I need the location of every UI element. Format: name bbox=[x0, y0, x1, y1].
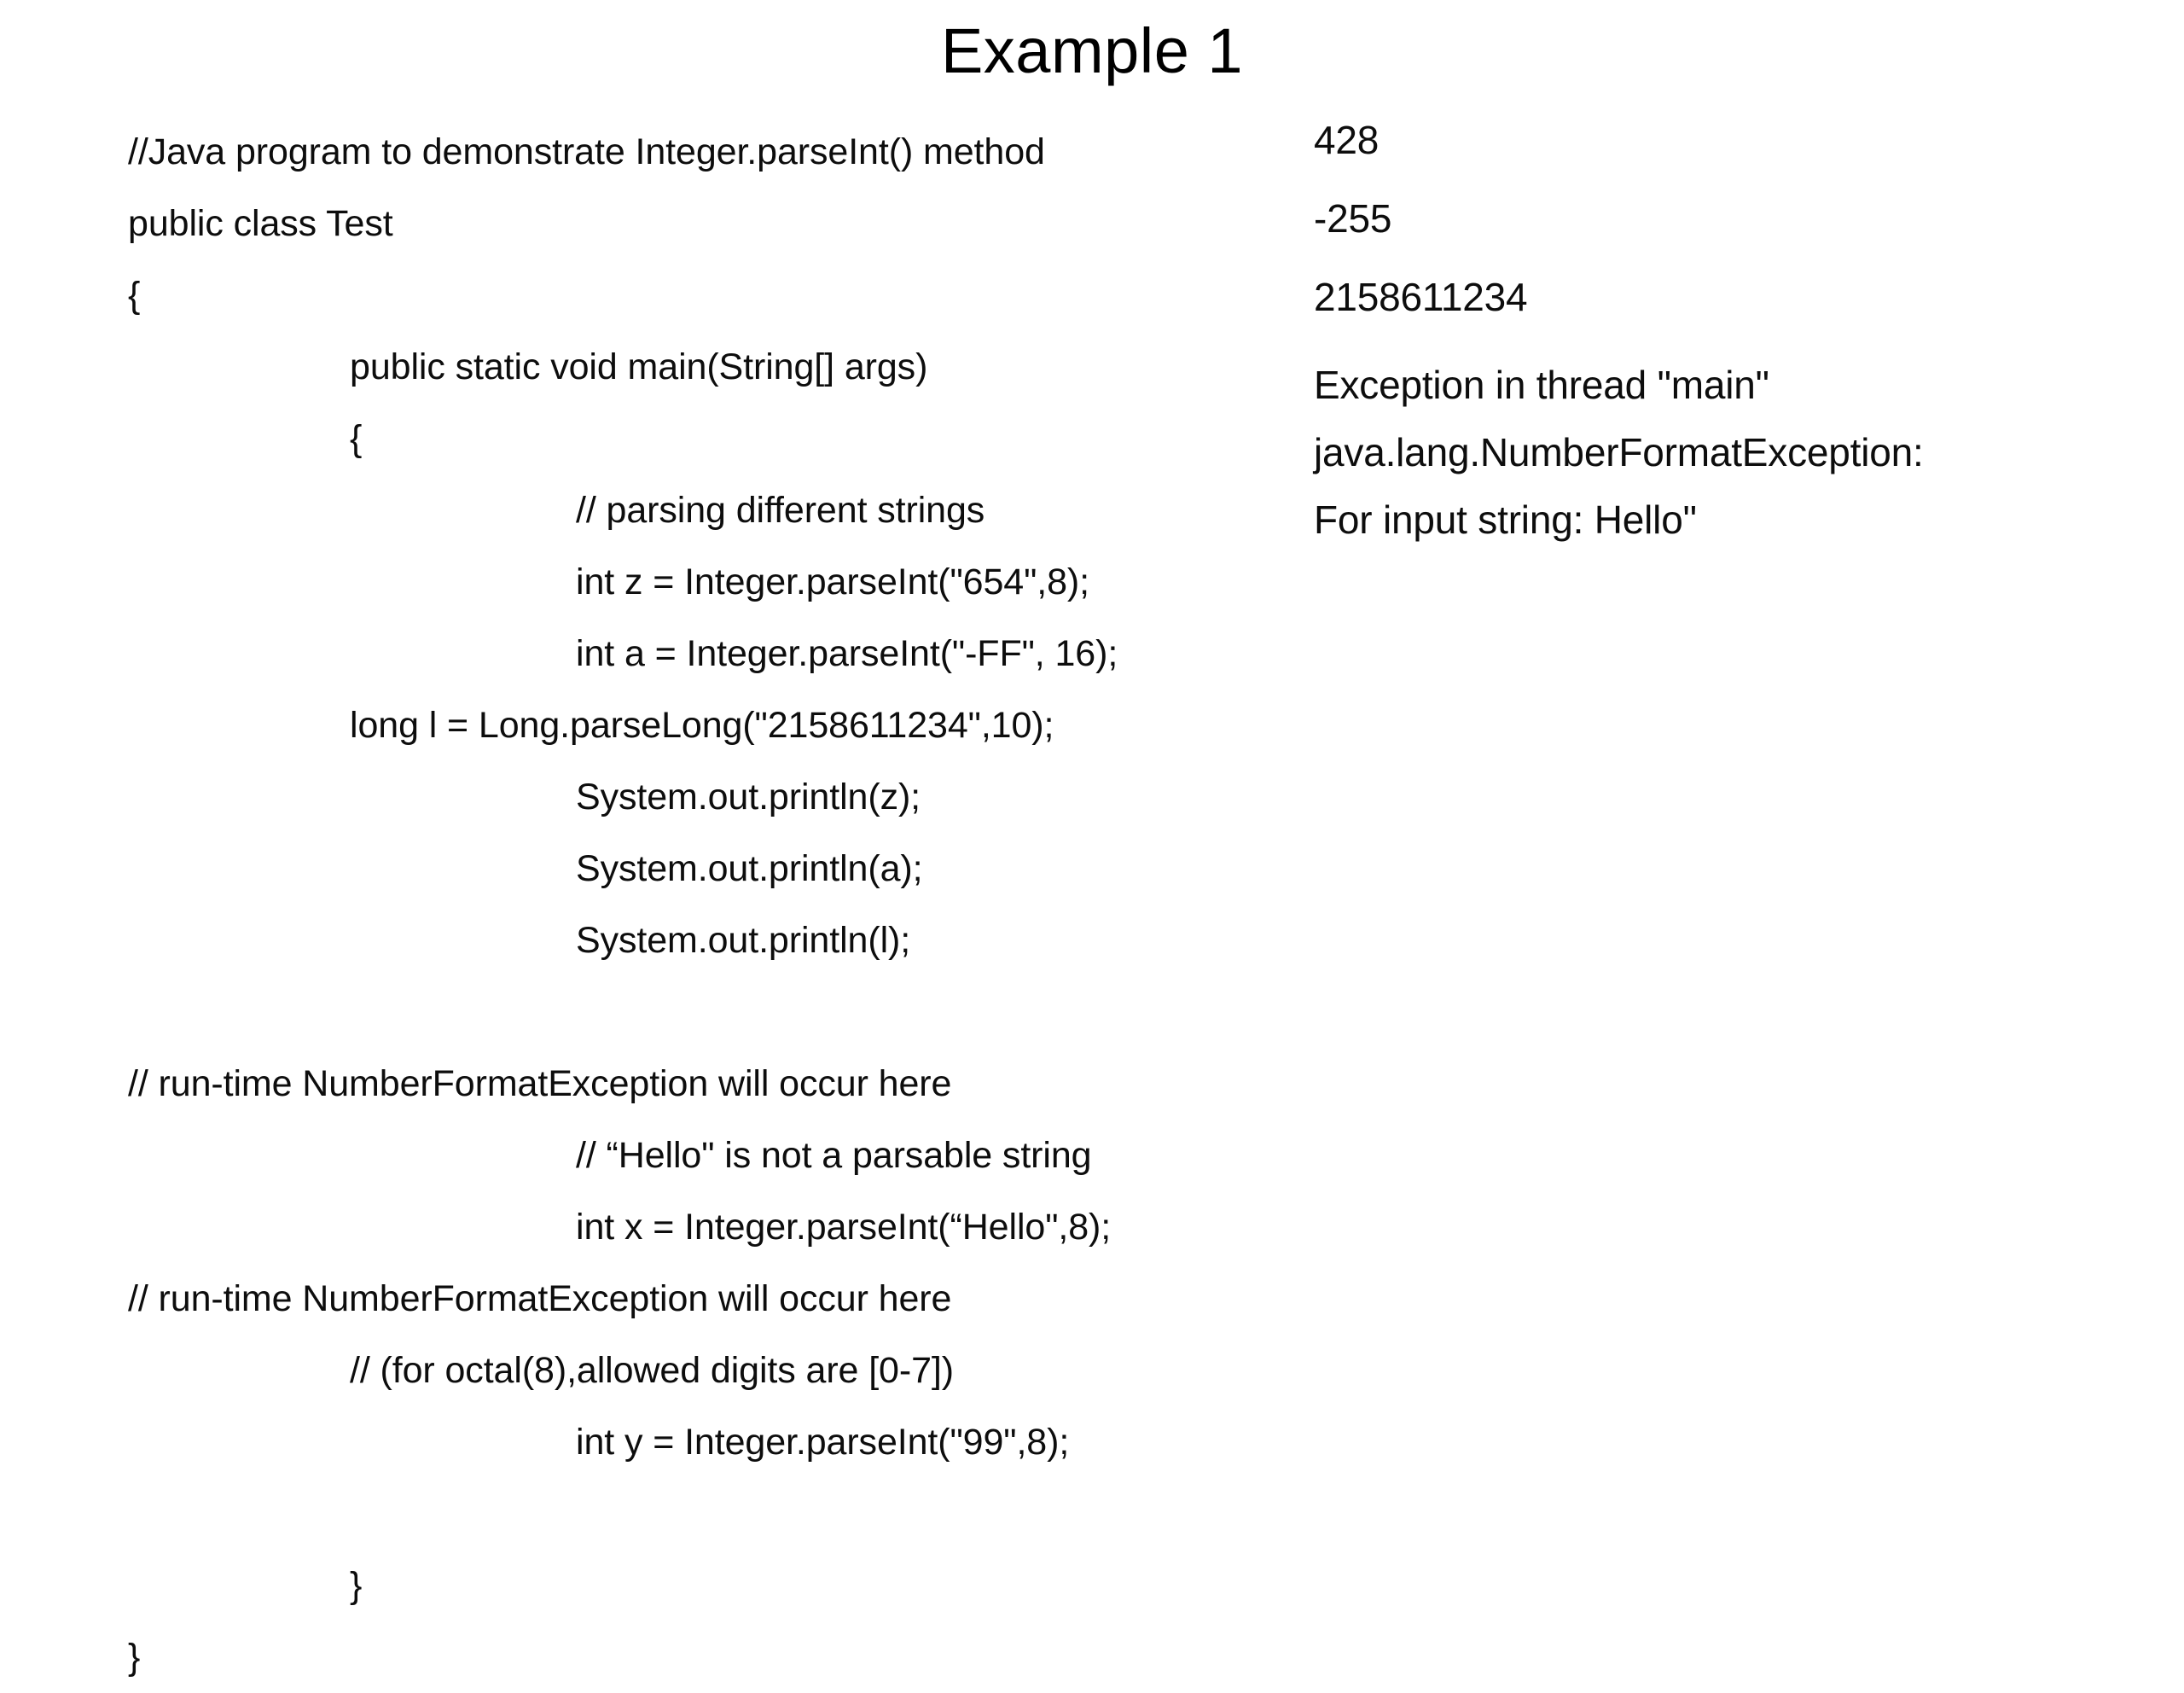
output-line: 2158611234 bbox=[1314, 275, 1528, 319]
code-line: System.out.println(l); bbox=[576, 920, 911, 961]
code-line: // run-time NumberFormatException will o… bbox=[128, 1063, 952, 1104]
page-title: Example 1 bbox=[940, 15, 1244, 86]
code-line: // “Hello" is not a parsable string bbox=[576, 1135, 1092, 1176]
code-listing: //Java program to demonstrate Integer.pa… bbox=[128, 116, 1305, 1693]
output-value-list: 428 -255 2158611234 bbox=[1314, 116, 2150, 321]
code-line: // run-time NumberFormatException will o… bbox=[128, 1278, 952, 1319]
code-line: } bbox=[128, 1637, 141, 1678]
code-line: int z = Integer.parseInt("654",8); bbox=[576, 561, 1090, 602]
code-line: int x = Integer.parseInt(“Hello",8); bbox=[576, 1207, 1112, 1248]
code-line bbox=[128, 976, 1305, 1048]
exception-line: For input string: Hello" bbox=[1314, 497, 1697, 542]
slide-canvas: Example 1 //Java program to demonstrate … bbox=[128, 15, 2150, 1678]
output-line: 428 bbox=[1314, 118, 1380, 162]
code-line bbox=[128, 1478, 1305, 1550]
code-line: int y = Integer.parseInt("99",8); bbox=[576, 1422, 1070, 1463]
code-line: // (for octal(8),allowed digits are [0-7… bbox=[350, 1350, 954, 1391]
code-line: //Java program to demonstrate Integer.pa… bbox=[128, 131, 1045, 172]
code-line: int a = Integer.parseInt("-FF", 16); bbox=[576, 633, 1118, 674]
code-line: // parsing different strings bbox=[576, 490, 985, 531]
exception-line: java.lang.NumberFormatException: bbox=[1314, 430, 1924, 474]
exception-message: Exception in thread "main" java.lang.Numb… bbox=[1314, 352, 2150, 554]
code-line: long l = Long.parseLong("2158611234",10)… bbox=[350, 705, 1054, 746]
code-line: System.out.println(a); bbox=[576, 848, 923, 889]
code-line: { bbox=[350, 418, 363, 459]
code-line: } bbox=[350, 1565, 363, 1606]
code-line: { bbox=[128, 275, 141, 316]
program-output: 428 -255 2158611234 Exception in thread "m… bbox=[1314, 116, 2150, 554]
exception-line: Exception in thread "main" bbox=[1314, 363, 1769, 407]
output-line: -255 bbox=[1314, 196, 1392, 241]
code-line: public static void main(String[] args) bbox=[350, 346, 928, 387]
code-line: System.out.println(z); bbox=[576, 777, 921, 817]
code-line: public class Test bbox=[128, 203, 393, 244]
